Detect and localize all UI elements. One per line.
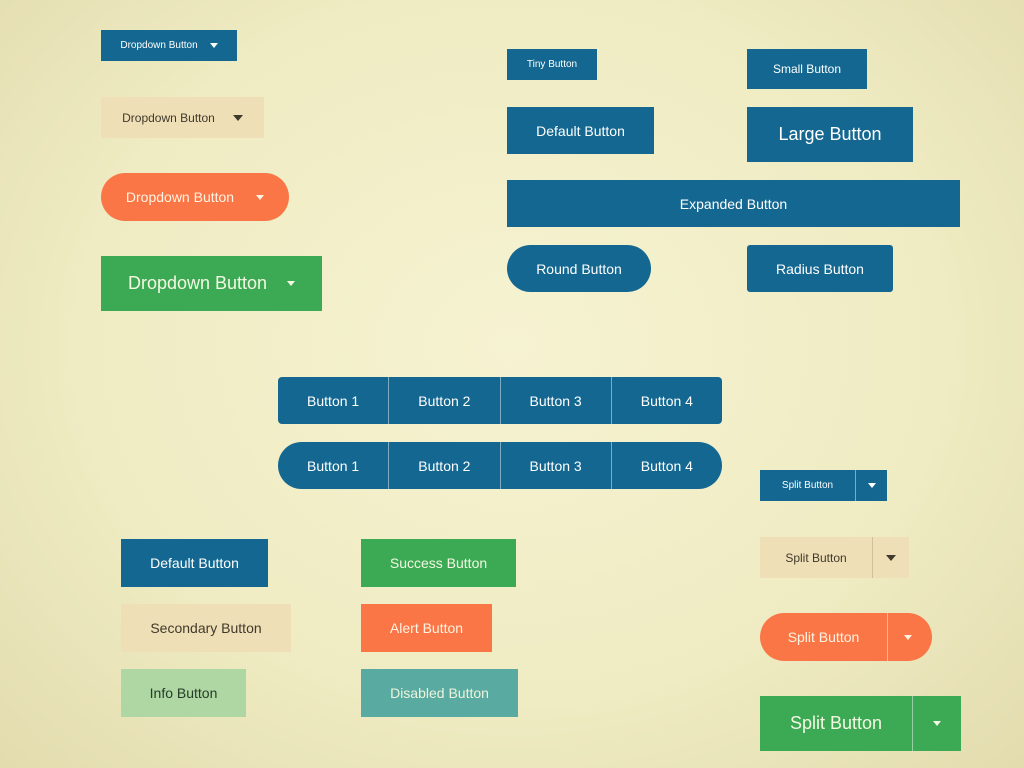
button-group-round: Button 1 Button 2 Button 3 Button 4 [278,442,722,489]
button-group-item-2[interactable]: Button 2 [389,442,501,489]
split-button-tiny: Split Button [760,470,887,501]
disabled-button: Disabled Button [361,669,518,717]
dropdown-button-label: Dropdown Button [127,273,268,293]
button-group-item-4[interactable]: Button 4 [640,457,693,474]
dropdown-button-round[interactable]: Dropdown Button [101,173,289,221]
info-button[interactable]: Info Button [121,669,246,717]
dropdown-button-label: Dropdown Button [120,40,198,51]
button-group-item-4[interactable]: Button 4 [640,392,693,409]
large-button[interactable]: Large Button [747,107,913,162]
dropdown-button-label: Dropdown Button [122,110,215,125]
caret-down-icon [232,114,243,121]
default-size-button[interactable]: Default Button [507,107,654,154]
button-group-item-1[interactable]: Button 1 [278,377,390,424]
dropdown-button-label: Dropdown Button [125,189,235,205]
radius-button[interactable]: Radius Button [747,245,893,292]
round-button[interactable]: Round Button [507,245,651,292]
caret-down-icon [287,281,296,286]
button-group-item-3[interactable]: Button 3 [501,377,612,424]
default-button[interactable]: Default Button [121,539,268,587]
caret-down-icon [256,194,265,200]
caret-down-icon [933,721,941,726]
caret-down-icon [886,554,896,561]
secondary-button[interactable]: Secondary Button [121,604,291,652]
split-button-main[interactable]: Split Button [787,629,860,645]
split-button-main[interactable]: Split Button [789,713,883,733]
success-button[interactable]: Success Button [361,539,516,587]
dropdown-button-tiny[interactable]: Dropdown Button [101,30,237,61]
split-button-small: Split Button [760,537,909,578]
split-button-main[interactable]: Split Button [785,550,847,565]
caret-down-icon [209,43,218,48]
split-button-toggle[interactable] [872,537,909,578]
split-button-large: Split Button [760,696,961,751]
button-group-item-2[interactable]: Button 2 [389,377,501,424]
tiny-button[interactable]: Tiny Button [507,49,597,80]
split-button-toggle[interactable] [912,696,961,751]
split-button-round: Split Button [760,613,932,661]
split-button-main[interactable]: Split Button [781,480,834,491]
small-button[interactable]: Small Button [747,49,867,89]
dropdown-button-large[interactable]: Dropdown Button [101,256,322,311]
caret-down-icon [867,483,876,488]
button-group-item-1[interactable]: Button 1 [278,442,390,489]
split-button-toggle[interactable] [855,470,887,501]
button-group-item-3[interactable]: Button 3 [501,442,612,489]
expanded-button[interactable]: Expanded Button [507,180,960,227]
split-button-toggle[interactable] [887,613,932,661]
dropdown-button-small[interactable]: Dropdown Button [101,97,264,138]
caret-down-icon [904,634,912,640]
button-group-radius: Button 1 Button 2 Button 3 Button 4 [278,377,722,424]
alert-button[interactable]: Alert Button [361,604,492,652]
